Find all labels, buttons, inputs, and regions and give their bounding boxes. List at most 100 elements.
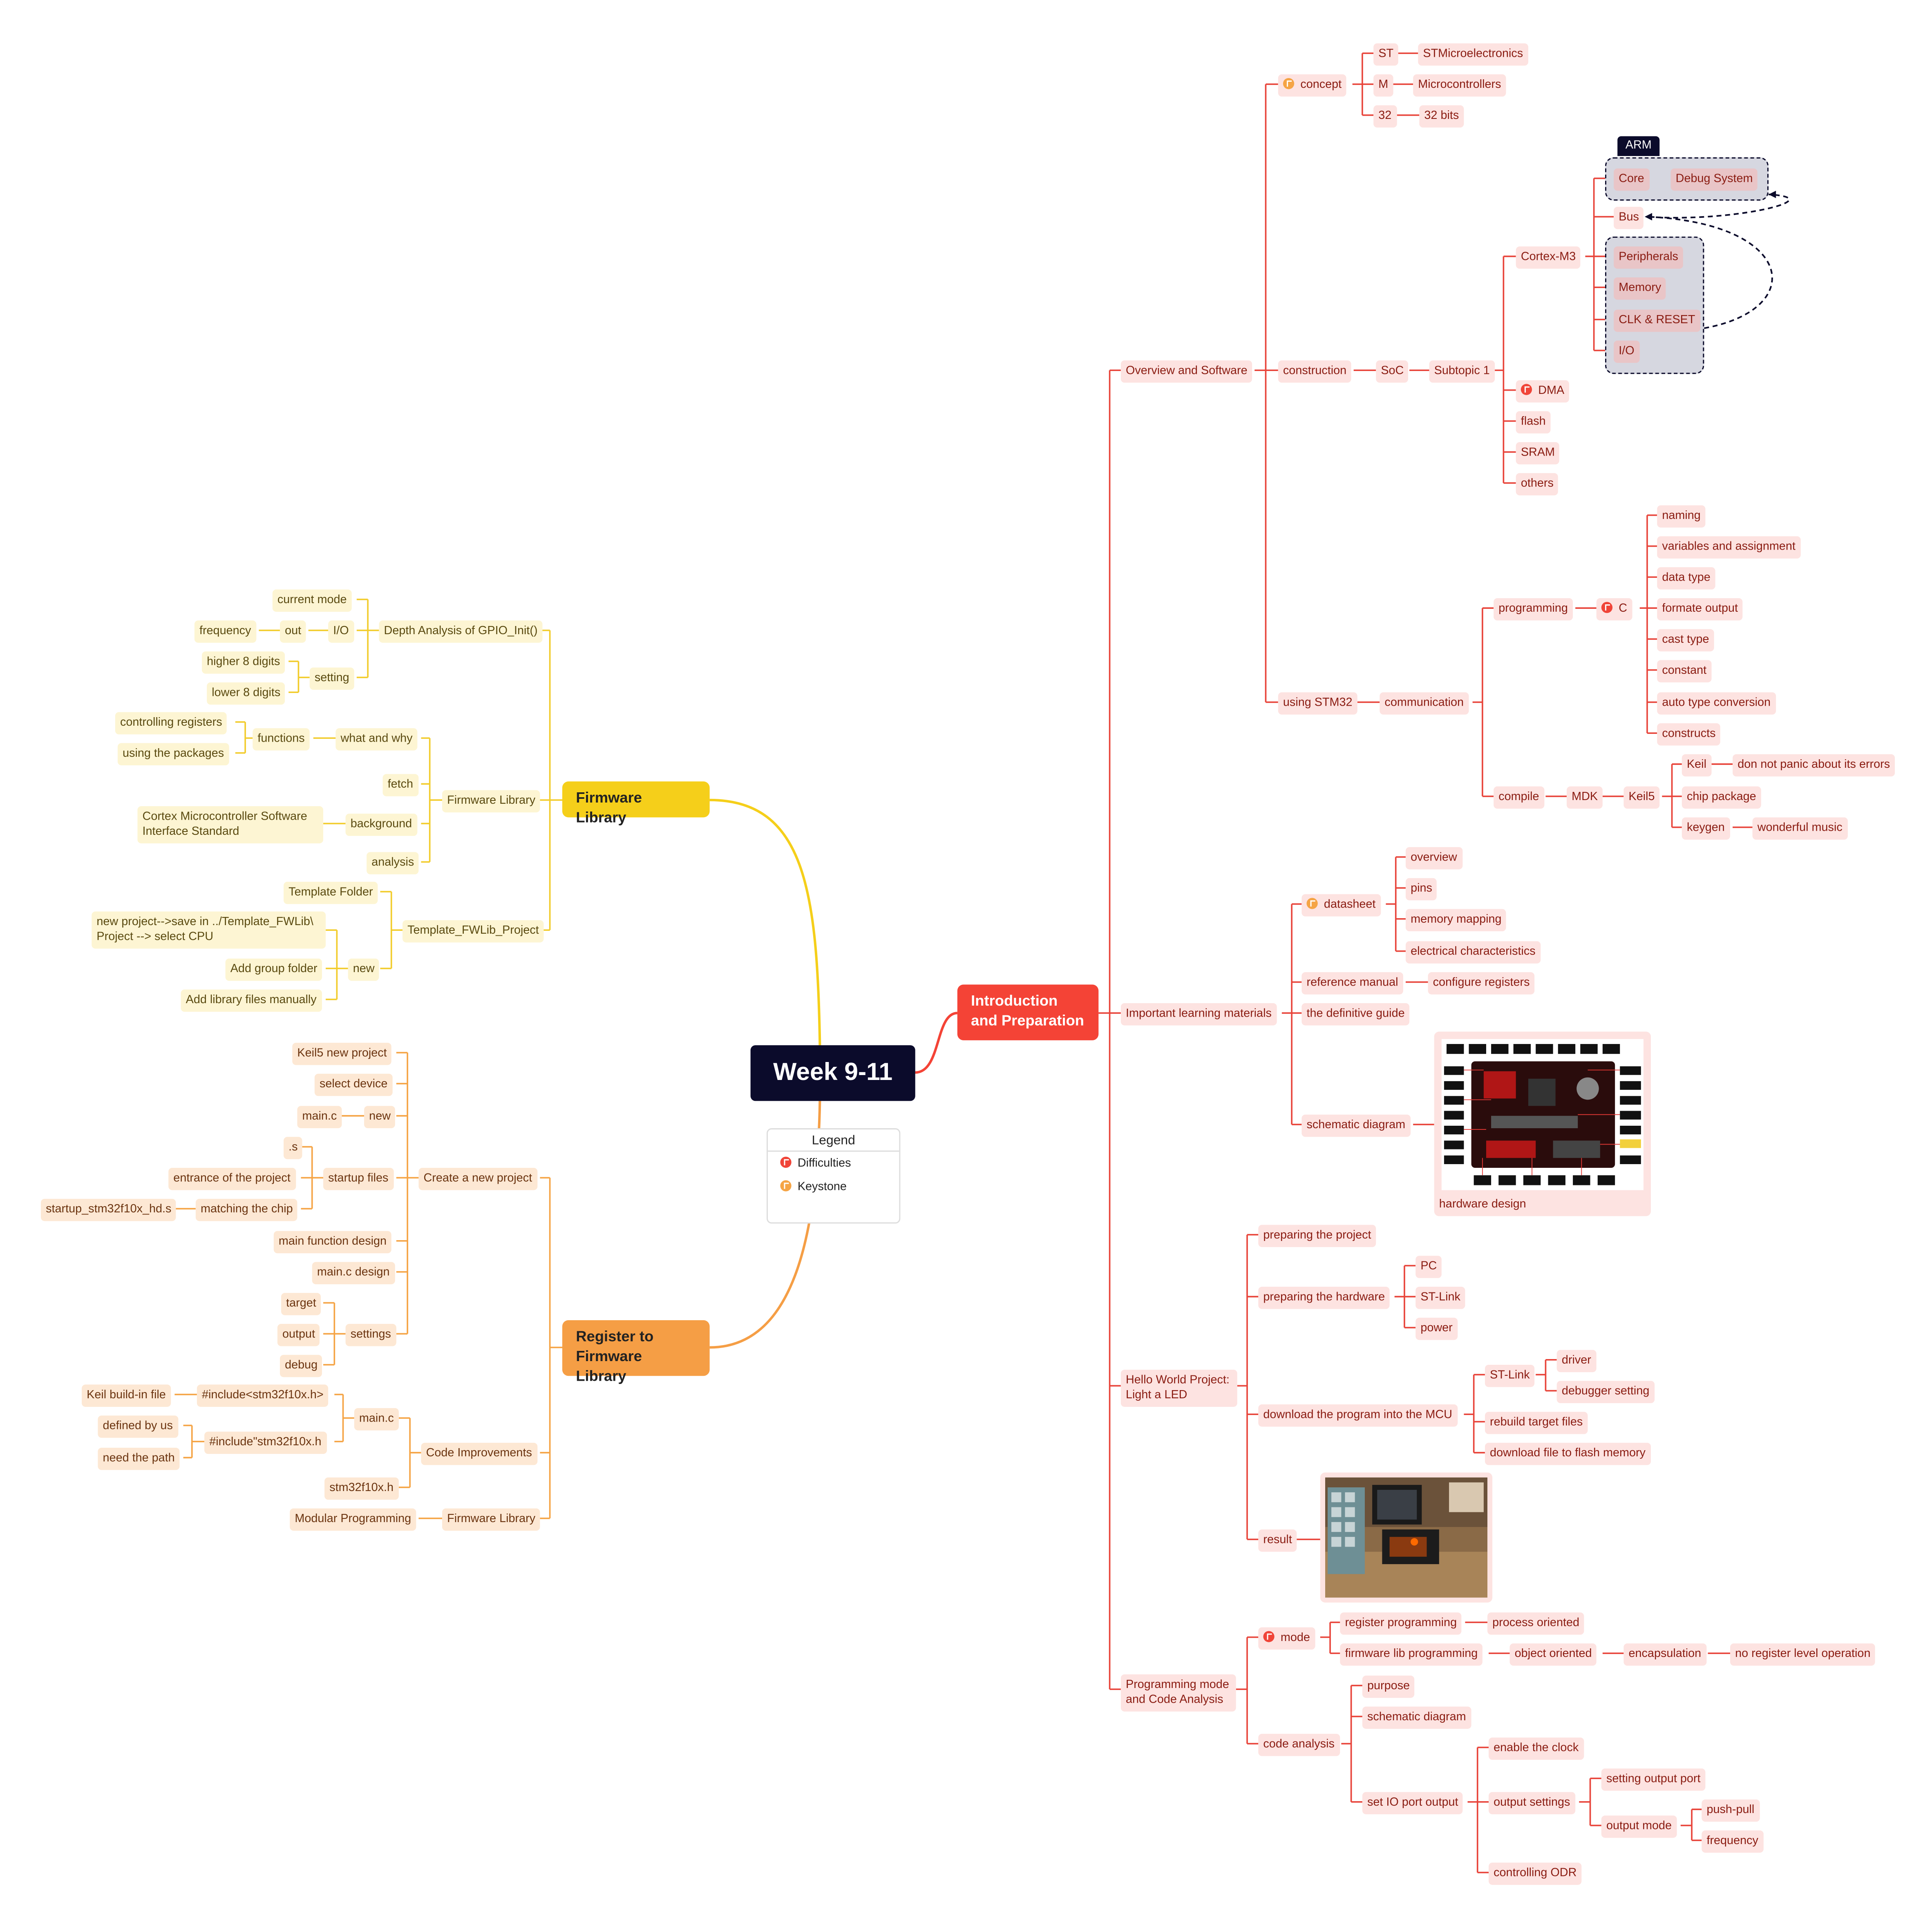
node-startup-files[interactable]: startup files	[323, 1168, 394, 1190]
node-fw-out[interactable]: out	[280, 620, 306, 643]
node-background[interactable]: background	[345, 814, 417, 836]
node-st-full[interactable]: STMicroelectronics	[1418, 43, 1528, 66]
node-learning-materials[interactable]: Important learning materials	[1120, 1003, 1277, 1026]
node-keil5-new-project[interactable]: Keil5 new project	[292, 1042, 392, 1065]
node-encapsulation[interactable]: encapsulation	[1623, 1643, 1706, 1666]
node-fw-setting[interactable]: setting	[309, 667, 354, 690]
node-higher-digits[interactable]: higher 8 digits	[202, 651, 285, 674]
topic-introduction[interactable]: Introduction and Preparation	[957, 984, 1099, 1040]
node-hello-world[interactable]: Hello World Project: Light a LED	[1120, 1370, 1237, 1407]
topic-firmware-library[interactable]: Firmware Library	[562, 781, 710, 826]
node-download-file[interactable]: download file to flash memory	[1485, 1442, 1651, 1465]
node-target[interactable]: target	[281, 1293, 321, 1315]
node-concept[interactable]: concept	[1278, 74, 1347, 97]
node-c-data-type[interactable]: data type	[1657, 567, 1715, 590]
node-keygen[interactable]: keygen	[1682, 817, 1730, 840]
node-keil-builtin[interactable]: Keil build-in file	[82, 1384, 171, 1407]
node-register-programming[interactable]: register programming	[1340, 1612, 1462, 1635]
hardware-design-image-card[interactable]: hardware design	[1434, 1031, 1651, 1216]
node-programming-mode[interactable]: Programming mode and Code Analysis	[1120, 1674, 1236, 1712]
node-hw-power[interactable]: power	[1415, 1317, 1458, 1340]
node-c-variables[interactable]: variables and assignment	[1657, 536, 1800, 559]
node-code-improvements[interactable]: Code Improvements	[421, 1442, 537, 1465]
node-fetch[interactable]: fetch	[382, 774, 418, 796]
node-download-program[interactable]: download the program into the MCU	[1258, 1404, 1458, 1427]
node-driver[interactable]: driver	[1556, 1350, 1596, 1373]
node-bus[interactable]: Bus	[1614, 207, 1644, 229]
node-set-io[interactable]: set IO port output	[1362, 1792, 1463, 1815]
node-dot-s[interactable]: .s	[284, 1137, 303, 1159]
node-add-group-folder[interactable]: Add group folder	[225, 958, 322, 981]
node-purpose[interactable]: purpose	[1362, 1675, 1415, 1698]
node-matching-chip[interactable]: matching the chip	[195, 1198, 298, 1221]
node-cmsis[interactable]: Cortex Microcontroller Software Interfac…	[137, 806, 324, 843]
node-c-constant[interactable]: constant	[1657, 660, 1712, 682]
node-main-c-2[interactable]: main.c	[354, 1408, 399, 1431]
node-what-and-why[interactable]: what and why	[335, 728, 418, 751]
node-main-c[interactable]: main.c	[297, 1106, 342, 1129]
node-ds-overview[interactable]: overview	[1405, 847, 1462, 870]
node-code-analysis[interactable]: code analysis	[1258, 1734, 1339, 1756]
node-stm32-header[interactable]: stm32f10x.h	[324, 1477, 399, 1500]
node-c-constructs[interactable]: constructs	[1657, 723, 1721, 746]
node-modular-programming[interactable]: Modular Programming	[290, 1508, 416, 1531]
node-mdk[interactable]: MDK	[1566, 786, 1603, 809]
node-need-path[interactable]: need the path	[98, 1448, 180, 1470]
node-defined-by-us[interactable]: defined by us	[98, 1415, 178, 1438]
node-c-format-output[interactable]: formate output	[1657, 598, 1743, 621]
node-process-oriented[interactable]: process oriented	[1487, 1612, 1585, 1635]
result-photo-card[interactable]	[1320, 1472, 1493, 1603]
node-c[interactable]: C	[1596, 598, 1632, 621]
node-prep-project[interactable]: preparing the project	[1258, 1225, 1376, 1248]
node-add-library-files[interactable]: Add library files manually	[181, 989, 322, 1012]
node-include-user[interactable]: #include"stm32f10x.h	[204, 1431, 326, 1454]
node-controlling-odr[interactable]: controlling ODR	[1489, 1862, 1582, 1885]
node-keil5[interactable]: Keil5	[1623, 786, 1660, 809]
node-debug[interactable]: debug	[280, 1355, 323, 1377]
node-c-cast-type[interactable]: cast type	[1657, 629, 1714, 652]
node-reg-new[interactable]: new	[364, 1106, 396, 1129]
node-using-packages[interactable]: using the packages	[117, 743, 229, 766]
node-datasheet[interactable]: datasheet	[1301, 894, 1381, 917]
node-schematic-2[interactable]: schematic diagram	[1362, 1706, 1471, 1729]
node-communication[interactable]: communication	[1380, 692, 1469, 715]
node-fw-library[interactable]: Firmware Library	[442, 790, 541, 813]
node-output-settings[interactable]: output settings	[1489, 1792, 1575, 1815]
node-debugger-setting[interactable]: debugger setting	[1556, 1381, 1655, 1403]
node-cortex-m3[interactable]: Cortex-M3	[1516, 246, 1581, 269]
node-select-device[interactable]: select device	[314, 1073, 393, 1096]
node-keygen-note[interactable]: wonderful music	[1752, 817, 1847, 840]
node-reg-firmware-library[interactable]: Firmware Library	[442, 1508, 541, 1531]
node-output[interactable]: output	[277, 1324, 320, 1346]
node-memory[interactable]: Memory	[1614, 277, 1666, 300]
node-new-project-steps[interactable]: new project-->save in ../Template_FWLib\…	[92, 911, 326, 949]
node-hw-stlink[interactable]: ST-Link	[1415, 1287, 1466, 1309]
node-sram[interactable]: SRAM	[1516, 442, 1560, 465]
node-reference-manual[interactable]: reference manual	[1301, 972, 1403, 995]
node-core[interactable]: Core	[1614, 168, 1649, 191]
node-dma[interactable]: DMA	[1516, 380, 1570, 403]
node-chip-package[interactable]: chip package	[1682, 786, 1761, 809]
node-others[interactable]: others	[1516, 473, 1559, 496]
node-create-project[interactable]: Create a new project	[418, 1168, 537, 1190]
node-peripherals[interactable]: Peripherals	[1614, 246, 1684, 269]
node-include-system[interactable]: #include<stm32f10x.h>	[197, 1384, 329, 1407]
node-prep-hardware[interactable]: preparing the hardware	[1258, 1287, 1390, 1309]
node-fw-frequency[interactable]: frequency	[194, 620, 256, 643]
node-rebuild[interactable]: rebuild target files	[1485, 1412, 1588, 1434]
node-m-full[interactable]: Microcontrollers	[1413, 74, 1506, 97]
node-fw-io[interactable]: I/O	[328, 620, 354, 643]
node-m[interactable]: M	[1373, 74, 1393, 97]
node-controlling-registers[interactable]: controlling registers	[115, 712, 227, 735]
node-main-c-design[interactable]: main.c design	[312, 1262, 395, 1284]
root-topic[interactable]: Week 9-11	[750, 1045, 915, 1101]
node-result[interactable]: result	[1258, 1529, 1297, 1552]
node-lower-digits[interactable]: lower 8 digits	[207, 682, 286, 705]
node-current-mode[interactable]: current mode	[272, 589, 352, 612]
node-st[interactable]: ST	[1373, 43, 1399, 66]
node-construction[interactable]: construction	[1278, 360, 1352, 383]
node-entrance[interactable]: entrance of the project	[168, 1168, 295, 1190]
node-object-oriented[interactable]: object oriented	[1509, 1643, 1597, 1666]
node-functions[interactable]: functions	[253, 728, 310, 751]
node-keil-note[interactable]: don not panic about its errors	[1733, 754, 1895, 777]
